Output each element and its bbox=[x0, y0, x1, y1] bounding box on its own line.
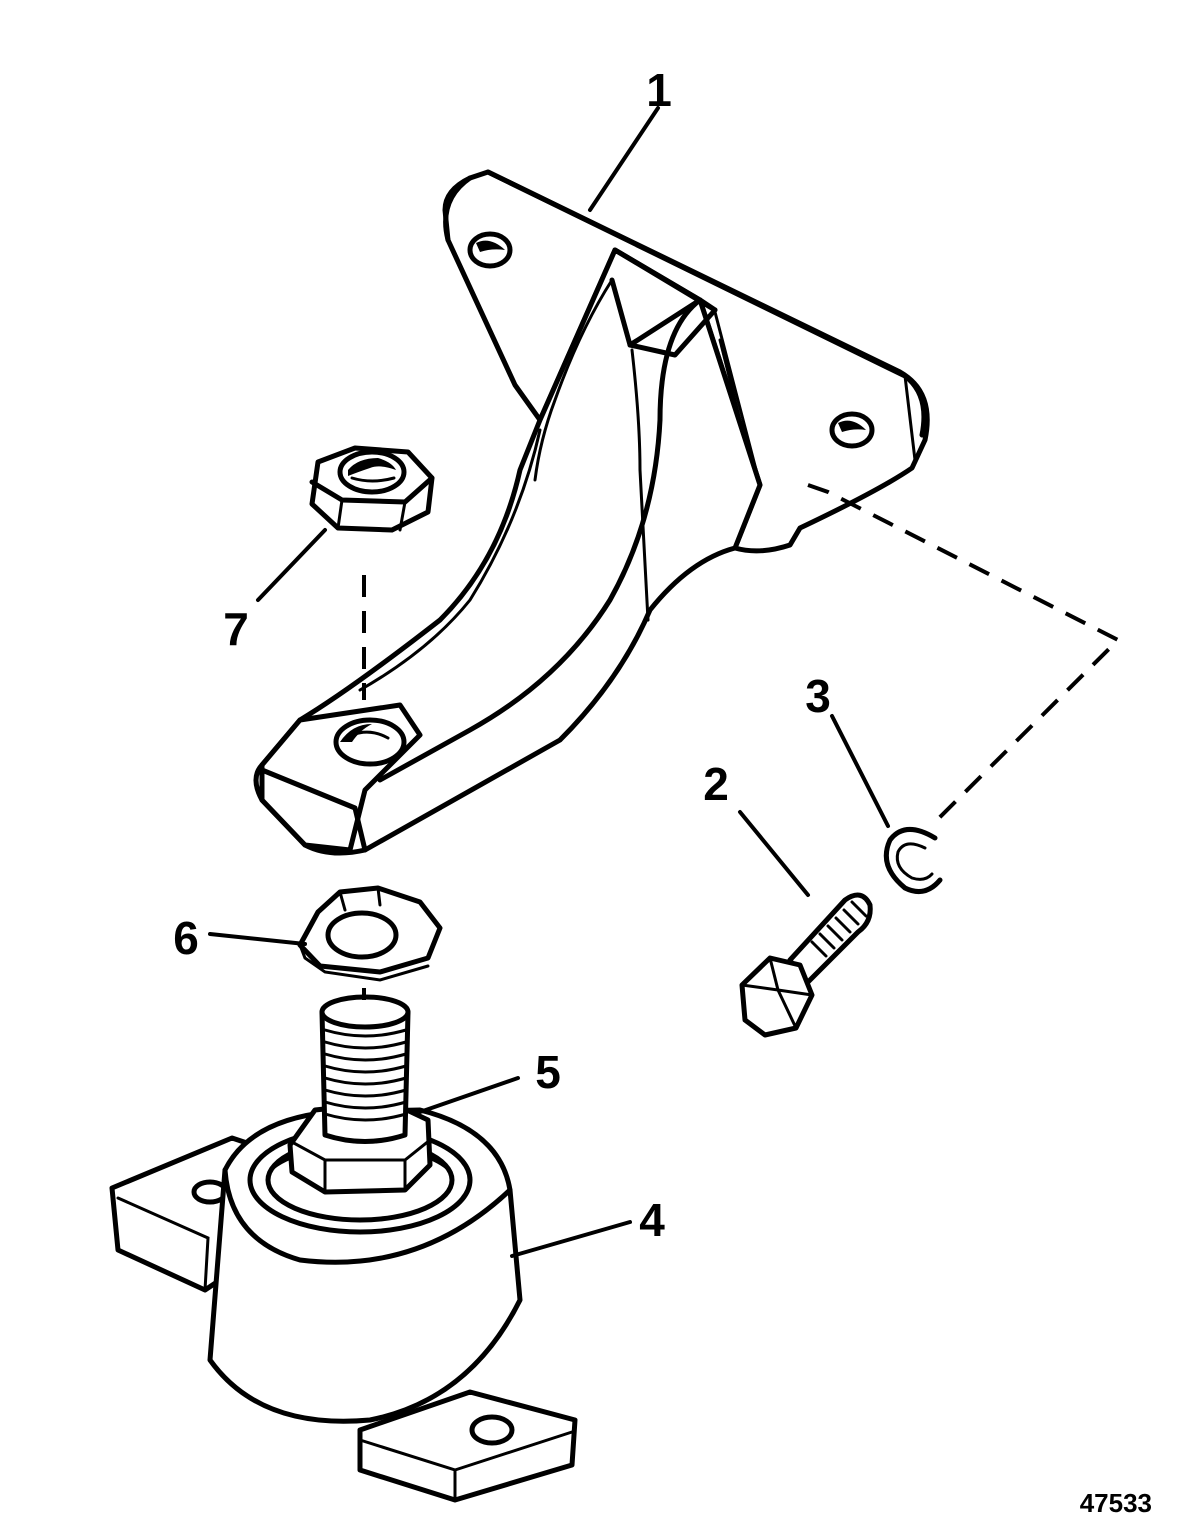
callout-4: 4 bbox=[639, 1194, 665, 1246]
callout-2: 2 bbox=[703, 758, 729, 810]
figure-number: 47533 bbox=[1080, 1488, 1152, 1518]
callout-1: 1 bbox=[646, 64, 672, 116]
hex-bolt bbox=[739, 892, 873, 1038]
assembly-lines bbox=[362, 483, 1122, 1000]
rubber-mount bbox=[109, 994, 578, 1503]
callout-7: 7 bbox=[223, 603, 249, 655]
callout-3: 3 bbox=[805, 670, 831, 722]
hex-nut bbox=[309, 445, 435, 533]
leader-lines bbox=[208, 106, 890, 1258]
tab-washer bbox=[297, 885, 443, 982]
lock-washer bbox=[883, 827, 943, 895]
mount-bracket bbox=[253, 169, 930, 856]
callout-6: 6 bbox=[173, 912, 199, 964]
callout-5: 5 bbox=[535, 1046, 561, 1098]
